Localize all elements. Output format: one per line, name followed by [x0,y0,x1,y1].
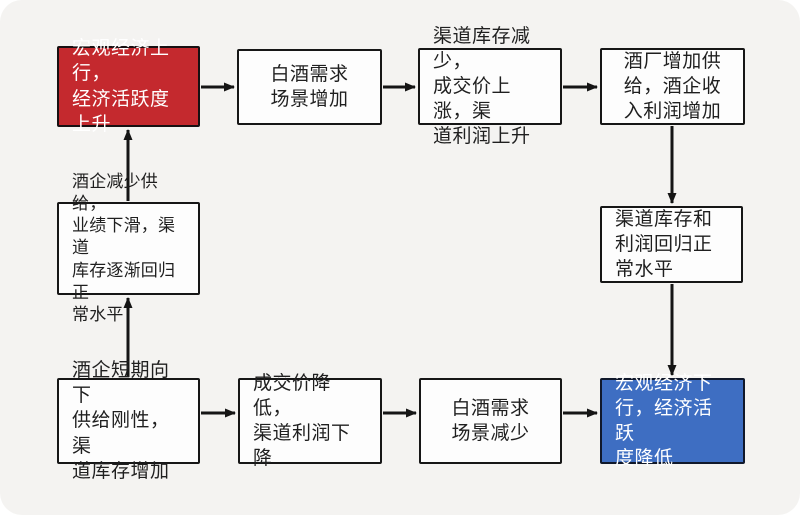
node-supply-cut-inventory-normalize: 酒企减少供给， 业绩下滑，渠道 库存逐渐回归正 常水平 [57,172,200,324]
node-macro-economy-up-label: 宏观经济上行， 经济活跃度上升 [72,38,170,135]
node-baijiu-demand-increase-label: 白酒需求 场景增加 [270,63,349,110]
node-channel-inventory-down-price-up: 渠道库存减少， 成交价上涨，渠 道利润上升 [418,26,562,147]
node-macro-economy-up: 宏观经济上行， 经济活跃度上升 [57,38,200,135]
node-supply-cut-inventory-normalize-label: 酒企减少供给， 业绩下滑，渠道 库存逐渐回归正 常水平 [72,172,176,324]
node-price-down-profit-down: 成交价降低， 渠道利润下降 [238,373,382,469]
node-channel-inventory-down-price-up-label: 渠道库存减少， 成交价上涨，渠 道利润上升 [433,25,531,148]
node-baijiu-demand-decrease: 白酒需求 场景减少 [419,378,562,464]
node-supply-rigidity-inventory-up-label: 酒企短期向下 供给刚性，渠 道库存增加 [72,360,170,482]
node-supply-rigidity-inventory-up: 酒企短期向下 供给刚性，渠 道库存增加 [57,360,200,482]
node-macro-economy-down-label: 宏观经济下 行，经济活跃 度降低 [615,372,713,470]
node-baijiu-demand-decrease-label: 白酒需求 场景减少 [451,397,530,444]
node-inventory-profit-normalize-label: 渠道库存和 利润回归正 常水平 [615,208,713,281]
node-distillery-supply-increase-label: 酒厂增加供 给，酒企收 入利润增加 [623,50,722,123]
node-price-down-profit-down-label: 成交价降低， 渠道利润下降 [253,372,351,470]
node-macro-economy-down: 宏观经济下 行，经济活跃 度降低 [600,373,745,469]
node-baijiu-demand-increase: 白酒需求 场景增加 [237,49,382,125]
node-inventory-profit-normalize: 渠道库存和 利润回归正 常水平 [600,206,743,283]
node-distillery-supply-increase: 酒厂增加供 给，酒企收 入利润增加 [600,48,745,125]
